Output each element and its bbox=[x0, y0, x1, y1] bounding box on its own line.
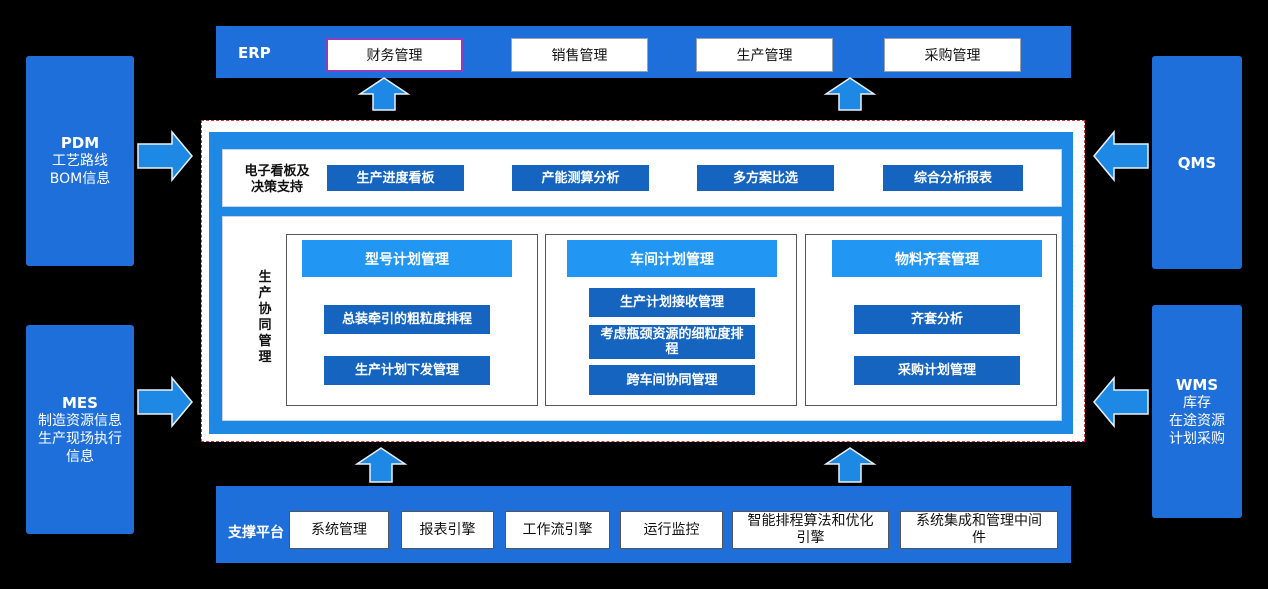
group-item[interactable]: 采购计划管理 bbox=[854, 356, 1020, 385]
group-item[interactable]: 齐套分析 bbox=[854, 305, 1020, 334]
up-arrow-icon bbox=[823, 77, 877, 111]
erp-module-production[interactable]: 生产管理 bbox=[696, 38, 833, 72]
group-item[interactable]: 总装牵引的粗粒度排程 bbox=[324, 305, 490, 334]
erp-title: ERP bbox=[238, 44, 271, 62]
left-arrow-icon bbox=[1093, 375, 1149, 429]
support-platform-title: 支撑平台 bbox=[228, 525, 284, 541]
dashboard-label: 电子看板及 决策支持 bbox=[244, 164, 310, 195]
mes-panel: MES 制造资源信息 生产现场执行 信息 bbox=[26, 325, 134, 534]
mes-line: 信息 bbox=[66, 448, 94, 465]
dashboard-item-progress[interactable]: 生产进度看板 bbox=[327, 165, 464, 191]
up-arrow-icon bbox=[357, 77, 411, 111]
support-item-workflow-engine[interactable]: 工作流引擎 bbox=[505, 511, 610, 549]
support-item-integration-middleware[interactable]: 系统集成和管理中间件 bbox=[900, 511, 1058, 549]
wms-line: 库存 bbox=[1183, 394, 1211, 411]
dashboard-item-capacity[interactable]: 产能测算分析 bbox=[512, 165, 649, 191]
collab-label: 生 产 协 同 管 理 bbox=[258, 270, 272, 365]
right-arrow-icon bbox=[137, 375, 193, 429]
group-head[interactable]: 车间计划管理 bbox=[567, 240, 777, 277]
group-item[interactable]: 生产计划接收管理 bbox=[589, 288, 755, 317]
pdm-panel: PDM 工艺路线 BOM信息 bbox=[26, 56, 134, 266]
up-arrow-icon bbox=[823, 447, 877, 483]
support-item-report-engine[interactable]: 报表引擎 bbox=[401, 511, 494, 549]
left-arrow-icon bbox=[1093, 129, 1149, 183]
group-item[interactable]: 跨车间协同管理 bbox=[589, 365, 755, 395]
erp-module-sales[interactable]: 销售管理 bbox=[511, 38, 648, 72]
mes-line: 制造资源信息 bbox=[38, 412, 122, 429]
mes-line: 生产现场执行 bbox=[38, 430, 122, 447]
wms-line: 计划采购 bbox=[1169, 430, 1225, 447]
wms-title: WMS bbox=[1175, 375, 1219, 394]
qms-title: QMS bbox=[1177, 153, 1217, 172]
pdm-line: 工艺路线 bbox=[52, 153, 108, 169]
qms-panel: QMS bbox=[1152, 56, 1242, 269]
up-arrow-icon bbox=[354, 447, 408, 483]
group-head[interactable]: 型号计划管理 bbox=[302, 240, 512, 277]
right-arrow-icon bbox=[137, 129, 193, 183]
group-item[interactable]: 生产计划下发管理 bbox=[324, 356, 490, 385]
pdm-title: PDM bbox=[60, 134, 100, 152]
dashboard-item-report[interactable]: 综合分析报表 bbox=[883, 165, 1023, 191]
mes-title: MES bbox=[62, 393, 98, 412]
support-item-system-mgmt[interactable]: 系统管理 bbox=[289, 511, 389, 549]
wms-panel: WMS 库存 在途资源 计划采购 bbox=[1152, 305, 1242, 518]
wms-line: 在途资源 bbox=[1169, 412, 1225, 429]
support-item-scheduling-engine[interactable]: 智能排程算法和优化引擎 bbox=[732, 511, 889, 549]
erp-module-finance[interactable]: 财务管理 bbox=[326, 38, 463, 72]
group-head[interactable]: 物料齐套管理 bbox=[832, 240, 1042, 277]
pdm-line: BOM信息 bbox=[49, 171, 111, 187]
support-item-monitoring[interactable]: 运行监控 bbox=[620, 511, 723, 549]
group-item[interactable]: 考虑瓶颈资源的细粒度排程 bbox=[589, 325, 755, 359]
dashboard-item-compare[interactable]: 多方案比选 bbox=[697, 165, 834, 191]
erp-module-purchase[interactable]: 采购管理 bbox=[884, 38, 1021, 72]
